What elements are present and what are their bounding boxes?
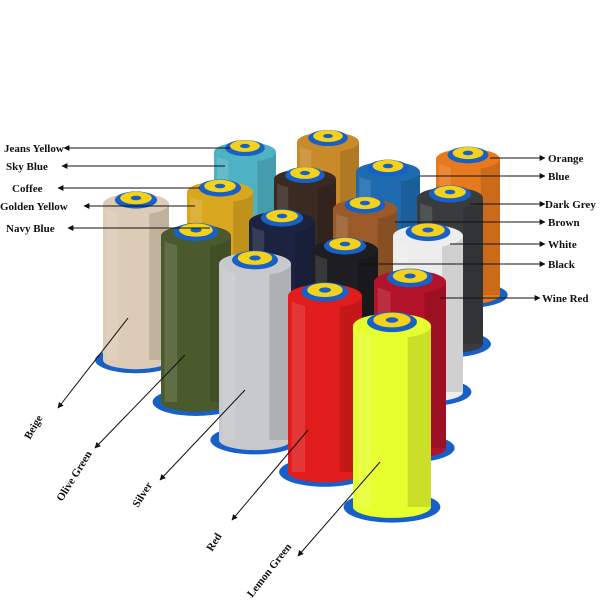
left-labels: Jeans Yellow Sky Blue Coffee Golden Yell… [0,143,230,235]
spool-lemon-green [343,311,441,523]
spool-group [95,129,508,523]
label-brown: Brown [548,217,580,229]
label-wine-red: Wine Red [542,293,589,305]
label-beige: Beige [22,413,45,441]
spool-silver [210,250,300,455]
label-sky-blue: Sky Blue [6,161,48,173]
right-labels: Orange Blue Dark Grey Brown White Black … [360,153,596,305]
label-silver: Silver [130,480,155,510]
label-orange: Orange [548,153,584,165]
label-navy-blue: Navy Blue [6,223,55,235]
label-black: Black [548,259,576,271]
label-golden-yellow: Golden Yellow [0,201,68,213]
label-dark-grey: Dark Grey [545,199,596,211]
label-jeans-yellow: Jeans Yellow [4,143,64,155]
label-coffee: Coffee [12,183,43,195]
label-blue: Blue [548,171,570,183]
label-olive-green: Olive Green [54,449,94,504]
label-lemon-green: Lemon Green [245,541,294,600]
label-red: Red [204,531,224,553]
label-white: White [548,239,577,251]
